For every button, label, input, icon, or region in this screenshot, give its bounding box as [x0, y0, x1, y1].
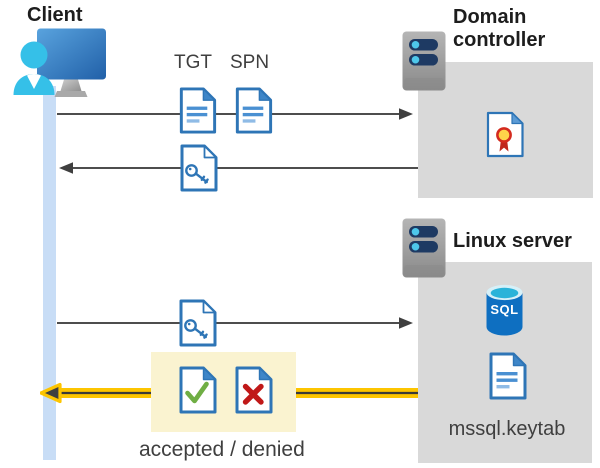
ticket-to-linux-arrow-icon — [57, 317, 413, 329]
spn-document-icon — [233, 87, 273, 134]
client-label: Client — [27, 4, 83, 26]
accepted-check-document-icon — [177, 366, 217, 414]
keytab-file-icon — [487, 352, 527, 400]
domain-controller-server-icon — [402, 31, 446, 91]
denied-x-document-icon — [233, 366, 273, 414]
tgt-spn-request-arrow-icon — [57, 108, 413, 120]
keytab-filename-label: mssql.keytab — [448, 418, 566, 440]
ticket-key-document-icon — [177, 299, 217, 347]
spn-label: SPN — [230, 52, 270, 73]
linux-server-icon — [402, 218, 446, 278]
result-highlight-box — [151, 352, 296, 432]
service-ticket-response-arrow-icon — [59, 162, 418, 174]
client-lifeline — [43, 86, 56, 460]
linux-server-label: Linux server — [453, 230, 572, 252]
sql-badge-label: SQL — [490, 302, 519, 317]
tgt-document-icon — [177, 87, 217, 134]
client-computer-icon — [12, 27, 108, 103]
certificate-document-icon — [483, 111, 527, 158]
service-ticket-key-document-icon — [178, 144, 218, 192]
domain-controller-label: Domain controller — [453, 6, 546, 51]
result-label: accepted / denied — [139, 438, 305, 461]
tgt-label: TGT — [174, 52, 212, 73]
